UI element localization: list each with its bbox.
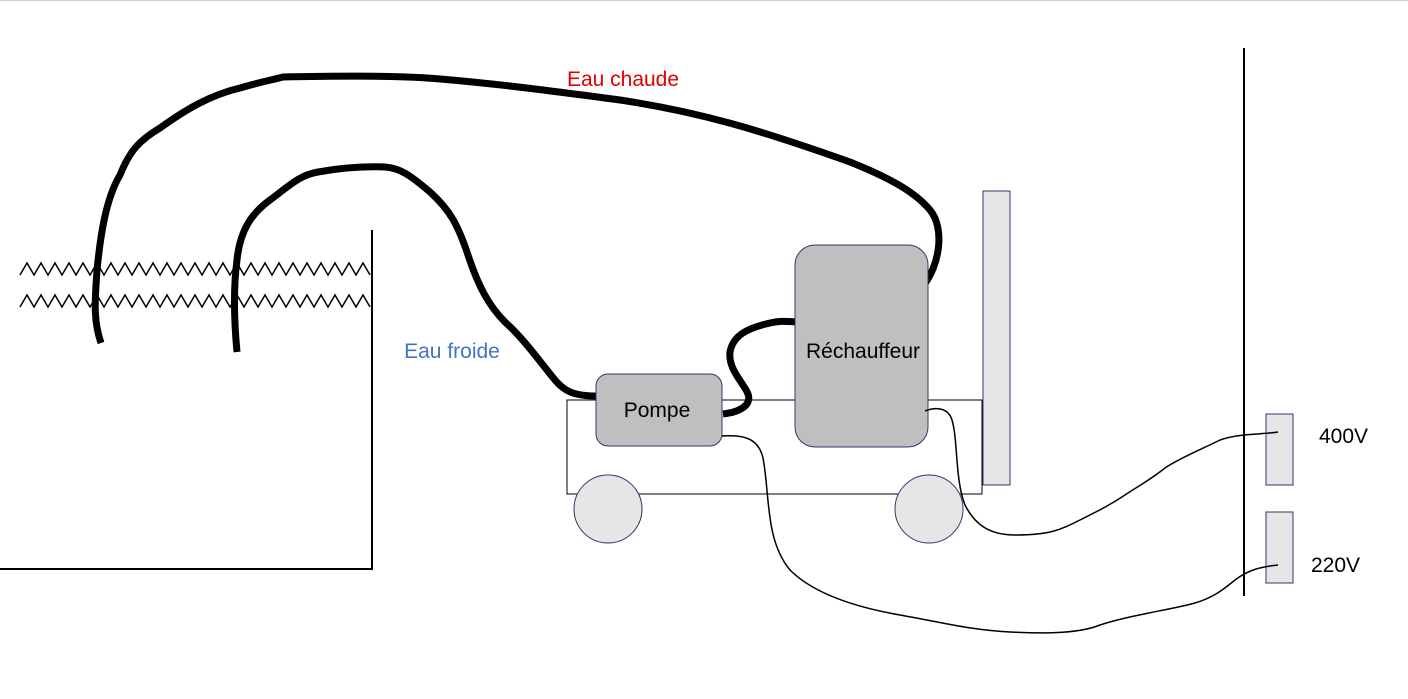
cold-water-label: Eau froide xyxy=(404,340,500,363)
heater-label: Réchauffeur xyxy=(806,340,920,363)
outlet-400v-label: 400V xyxy=(1319,425,1368,448)
heater-box xyxy=(794,244,929,448)
outlet-400v xyxy=(1265,413,1294,486)
tank xyxy=(0,230,373,570)
outlet-220v-label: 220V xyxy=(1311,554,1360,577)
pump-label: Pompe xyxy=(624,399,691,422)
cart-wheel-right xyxy=(894,474,964,544)
cables xyxy=(721,407,1279,634)
hot-water-label: Eau chaude xyxy=(567,68,679,91)
cart xyxy=(566,190,1011,544)
cart-wheel-left xyxy=(573,474,643,544)
cart-panel xyxy=(982,190,1011,486)
water-wave-1 xyxy=(19,261,371,277)
pump-to-heater-hose xyxy=(722,317,800,418)
pump-power-cable xyxy=(721,435,1279,634)
top-border xyxy=(0,0,1408,1)
heater-power-cable xyxy=(924,407,1279,536)
pump: Pompe xyxy=(595,373,723,447)
hot-water-hose xyxy=(91,72,943,345)
outlet-220v xyxy=(1265,511,1294,584)
water-wave-2 xyxy=(19,293,371,309)
hoses xyxy=(91,72,943,418)
wall xyxy=(1243,48,1294,596)
heater: Réchauffeur xyxy=(794,244,929,448)
pump-box xyxy=(595,373,723,447)
cold-water-hose xyxy=(230,163,598,400)
